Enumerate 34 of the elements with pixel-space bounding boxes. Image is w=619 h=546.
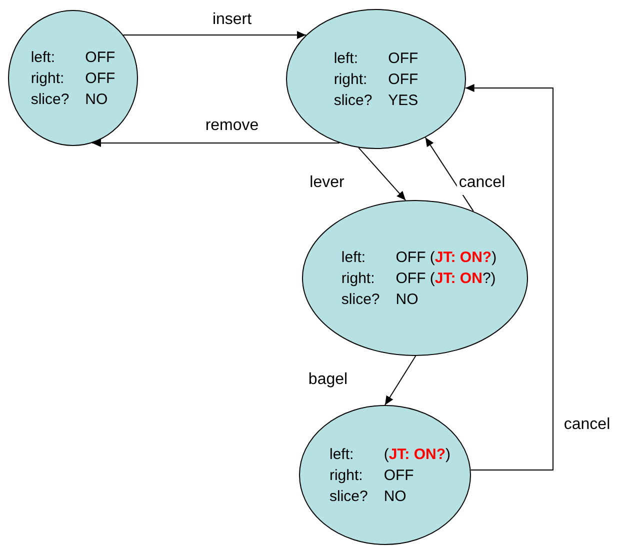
field-name: right:: [30, 68, 66, 88]
transition-arrow: [464, 84, 554, 470]
field-name: right:: [334, 70, 368, 90]
field-value: OFF (JT: ON?): [396, 248, 497, 268]
field-value: (JT: ON?): [384, 444, 451, 464]
field-name: slice?: [329, 486, 368, 506]
field-name: right:: [329, 466, 364, 486]
field-name: slice?: [30, 90, 70, 110]
state-ellipse: [299, 405, 471, 545]
field-value: OFF: [388, 70, 418, 90]
field-value: OFF: [384, 466, 415, 486]
field-name: left:: [30, 48, 56, 68]
field-value: OFF: [85, 48, 116, 68]
state-ellipse: [286, 9, 466, 149]
transition-arrow: [384, 356, 416, 406]
field-name: left:: [341, 248, 367, 268]
field-name: left:: [334, 48, 359, 68]
field-name: right:: [341, 268, 376, 288]
transition-arrow: [358, 147, 406, 201]
field-name: slice?: [341, 290, 380, 310]
field-value: NO: [396, 290, 420, 310]
field-value: OFF: [388, 48, 418, 68]
field-value: NO: [85, 90, 109, 110]
state-ellipse: [302, 200, 528, 356]
transition-arrow: [424, 137, 474, 212]
field-value: OFF (JT: ON?): [396, 268, 497, 288]
state-ellipse: [8, 10, 138, 146]
field-name: left:: [329, 444, 355, 464]
field-name: slice?: [334, 90, 372, 110]
field-value: YES: [388, 90, 418, 110]
transition-arrow: [122, 31, 306, 39]
field-value: NO: [384, 486, 408, 506]
transition-arrow: [92, 139, 340, 147]
field-value: OFF: [85, 68, 116, 88]
